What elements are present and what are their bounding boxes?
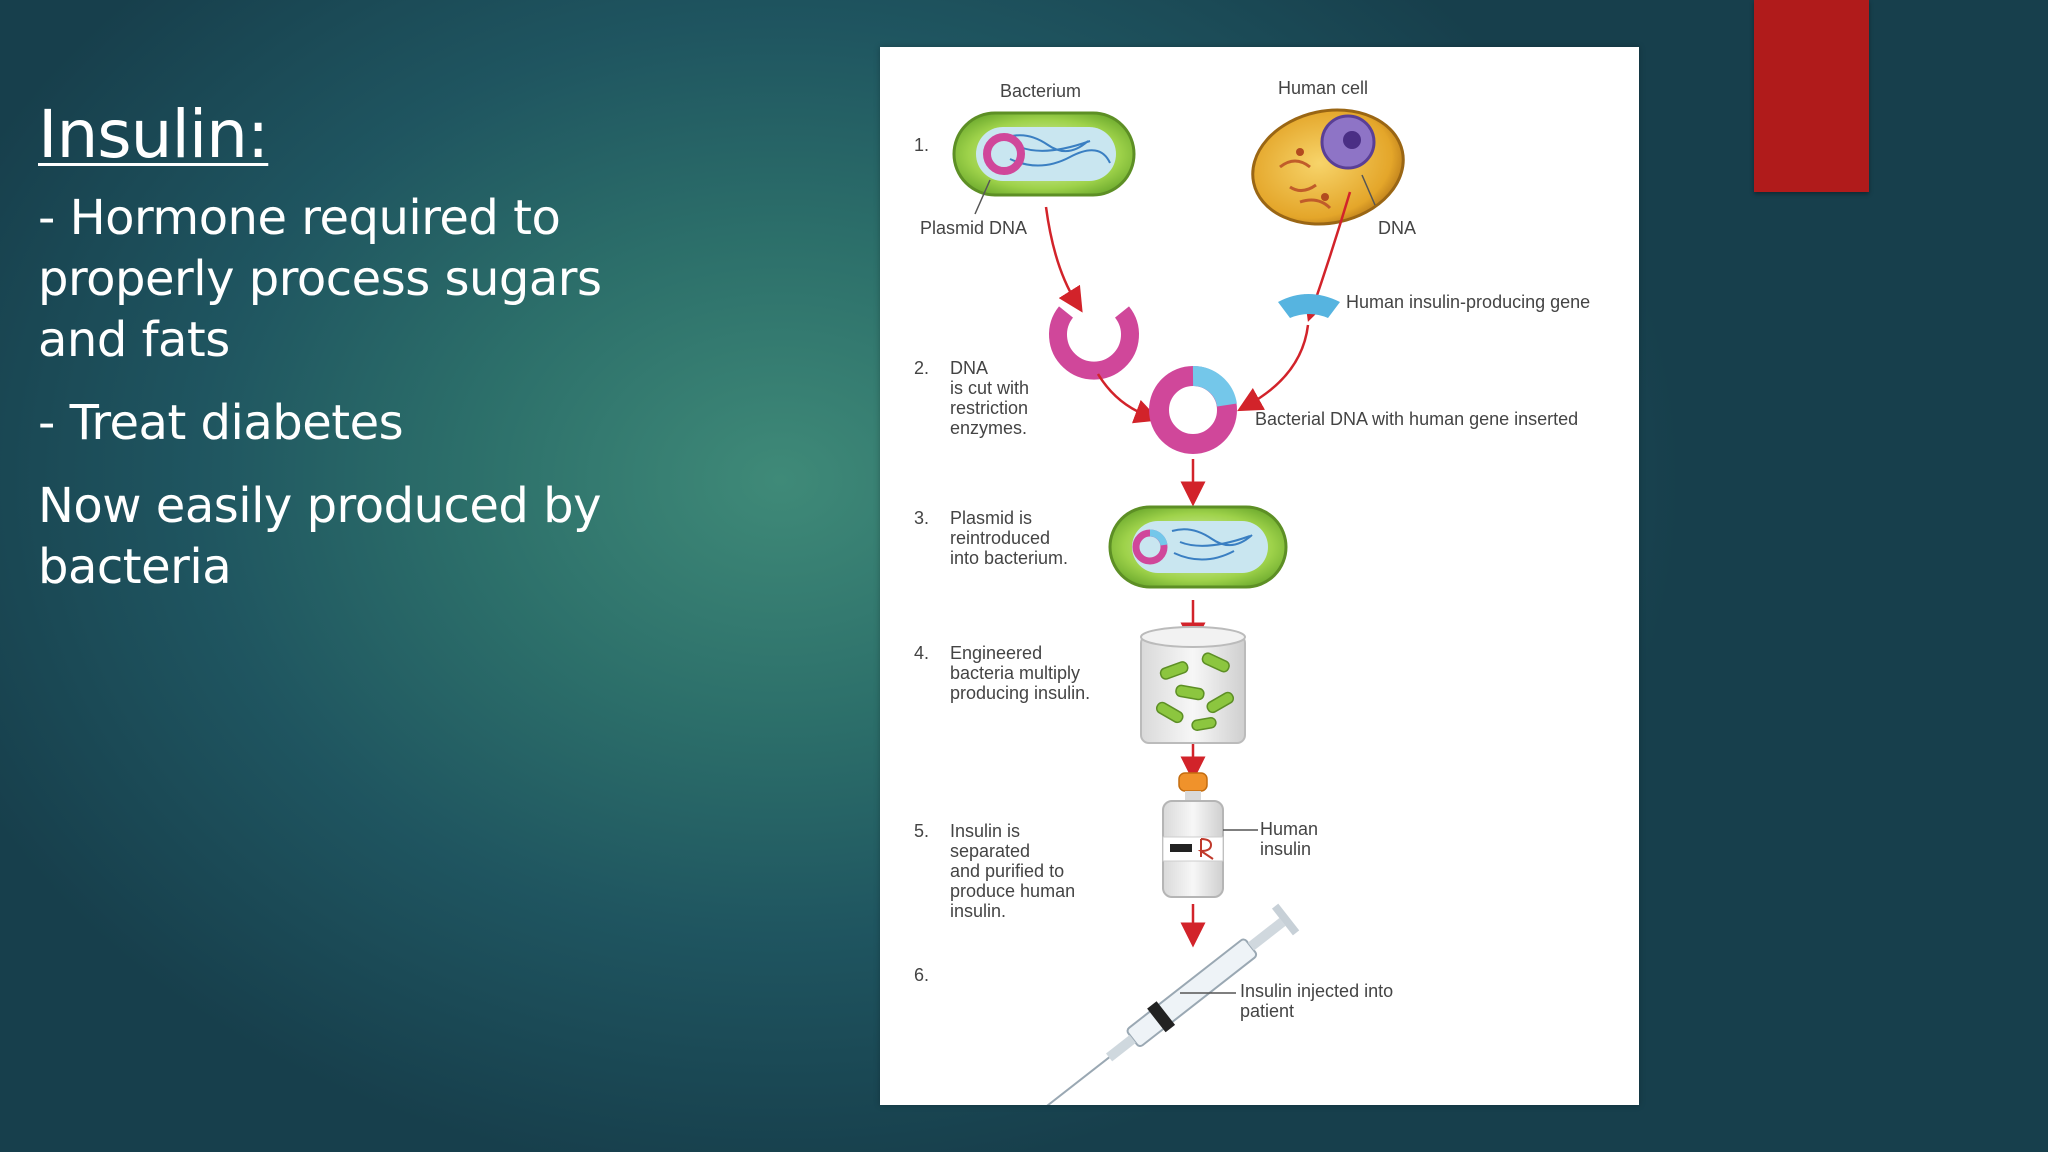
header-bacterium: Bacterium xyxy=(1000,81,1081,101)
step-5-line-1: Insulin is xyxy=(950,821,1020,841)
insulin-gene-fragment-icon xyxy=(1278,294,1340,318)
slide-text-block: Insulin: - Hormone required to properly … xyxy=(38,96,658,620)
label-human-insulin-line-1: Human xyxy=(1260,819,1318,839)
label-plasmid-dna: Plasmid DNA xyxy=(920,218,1027,238)
slide-title: Insulin: xyxy=(38,96,269,173)
bullet-hormone: - Hormone required to properly process s… xyxy=(38,190,602,368)
label-injected-line-1: Insulin injected into xyxy=(1240,981,1393,1001)
culture-jar-icon xyxy=(1140,626,1246,744)
step-1-number: 1. xyxy=(914,135,929,155)
step-2-number: 2. xyxy=(914,358,929,378)
step-4-line-2: bacteria multiply xyxy=(950,663,1080,683)
step-3-line-2: reintroduced xyxy=(950,528,1050,548)
step-2-line-1: DNA xyxy=(950,358,988,378)
step-5-line-4: produce human xyxy=(950,881,1075,901)
label-dna: DNA xyxy=(1378,218,1416,238)
step-5-line-2: separated xyxy=(950,841,1030,861)
step-2-line-4: enzymes. xyxy=(950,418,1027,438)
step-2-line-2: is cut with xyxy=(950,378,1029,398)
diagram-svg: Bacterium Human cell 1. 2. 3. 4. 5. 6. P… xyxy=(914,78,1590,1105)
recombinant-plasmid-icon xyxy=(1149,366,1237,454)
header-human-cell: Human cell xyxy=(1278,78,1368,98)
engineered-bacterium-icon xyxy=(1108,505,1288,589)
label-human-insulin-line-2: insulin xyxy=(1260,839,1311,859)
step-5-line-5: insulin. xyxy=(950,901,1006,921)
label-insulin-gene: Human insulin-producing gene xyxy=(1346,292,1590,312)
step-2-line-3: restriction xyxy=(950,398,1028,418)
step-3-line-1: Plasmid is xyxy=(950,508,1032,528)
red-accent-bar xyxy=(1754,0,1869,192)
bullet-bacteria: Now easily produced by bacteria xyxy=(38,478,602,595)
bullet-diabetes: - Treat diabetes xyxy=(38,395,404,451)
human-cell-icon xyxy=(1251,108,1405,226)
step-4-number: 4. xyxy=(914,643,929,663)
cut-plasmid-icon xyxy=(1049,306,1139,380)
step-3-line-3: into bacterium. xyxy=(950,548,1068,568)
label-recombinant-dna: Bacterial DNA with human gene inserted xyxy=(1255,409,1578,429)
step-4-line-1: Engineered xyxy=(950,643,1042,663)
step-6-number: 6. xyxy=(914,965,929,985)
insulin-vial-icon xyxy=(1162,772,1224,898)
step-5-number: 5. xyxy=(914,821,929,841)
label-injected-line-2: patient xyxy=(1240,1001,1294,1021)
step-5-line-3: and purified to xyxy=(950,861,1064,881)
insulin-production-diagram: Bacterium Human cell 1. 2. 3. 4. 5. 6. P… xyxy=(880,47,1639,1105)
step-4-line-3: producing insulin. xyxy=(950,683,1090,703)
bacterium-icon xyxy=(952,111,1136,197)
step-3-number: 3. xyxy=(914,508,929,528)
